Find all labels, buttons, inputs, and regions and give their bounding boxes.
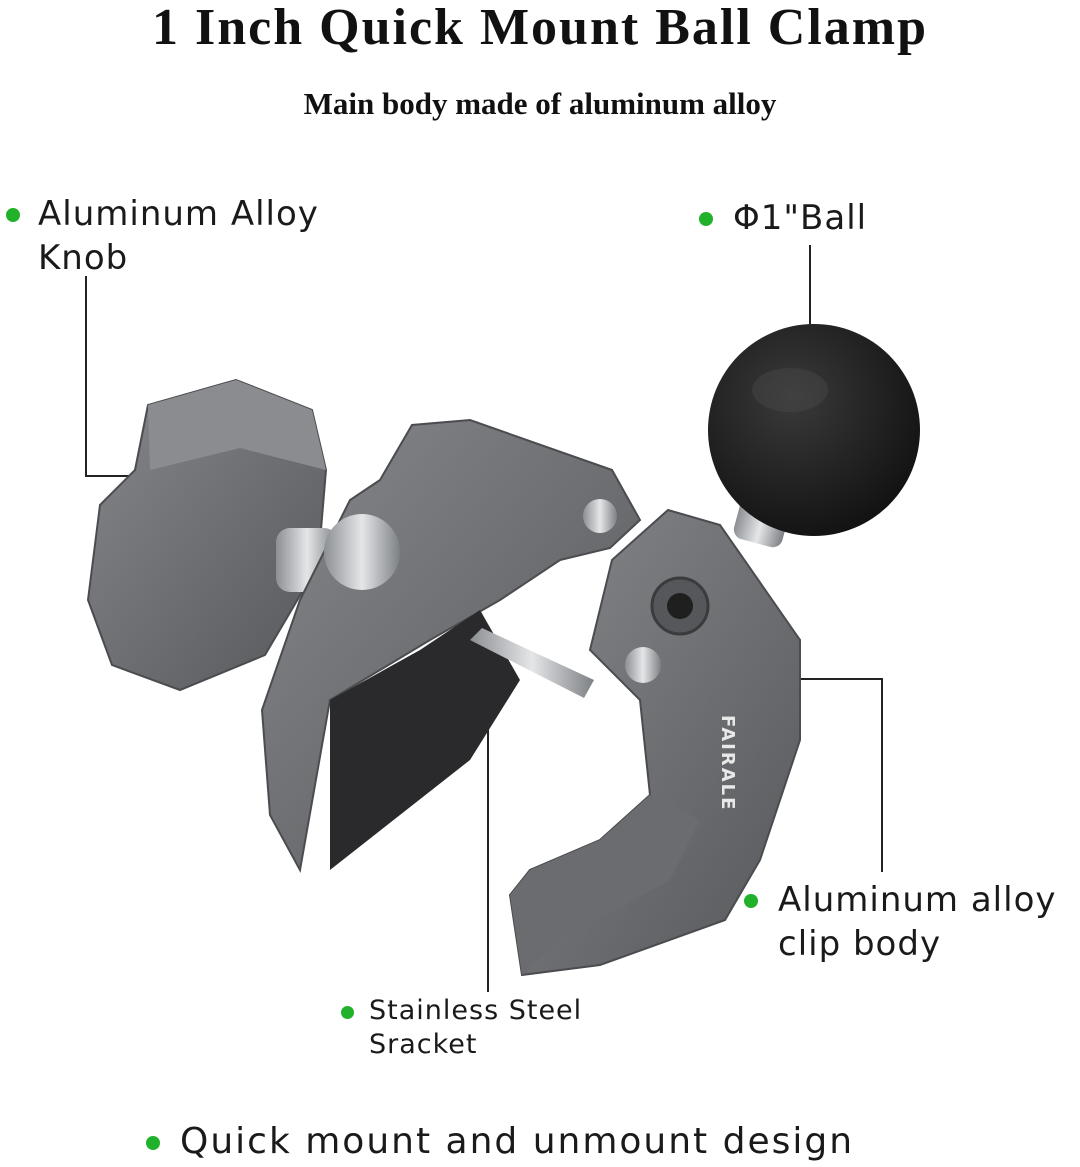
callout-bracket: Stainless Steel Sracket [341, 994, 583, 1062]
page-subtitle: Main body made of aluminum alloy [303, 86, 777, 121]
callout-knob-line1: Aluminum Alloy [38, 194, 319, 234]
brand-text: FAIRALE [717, 715, 738, 811]
clip-body-shape [508, 508, 801, 977]
ball-highlight [752, 368, 828, 412]
bracket-rod-shape [470, 628, 594, 698]
callout-feature-line1: Quick mount and unmount design [180, 1121, 855, 1162]
callout-clip-body: Aluminum alloy clip body [744, 878, 1057, 966]
callout-clip-body-line1: Aluminum alloy [778, 880, 1057, 920]
ball-shape [708, 324, 920, 536]
callout-bracket-line1: Stainless Steel [369, 995, 583, 1026]
callout-ball-line1: Φ1"Ball [733, 198, 868, 238]
leader-knob [85, 276, 148, 477]
callout-clip-body-line2: clip body [778, 924, 942, 964]
callout-bracket-line2: Sracket [369, 1029, 478, 1060]
bullet-dot-icon [744, 894, 758, 908]
page-title: 1 Inch Quick Mount Ball Clamp [151, 0, 929, 56]
callout-knob-line2: Knob [38, 238, 129, 278]
bullet-dot-icon [699, 212, 713, 226]
callout-ball: Φ1"Ball [699, 196, 868, 240]
bullet-dot-icon [341, 1006, 354, 1019]
callout-feature: Quick mount and unmount design [146, 1118, 855, 1166]
callout-knob: Aluminum Alloy Knob [6, 192, 319, 280]
leader-clip-body [792, 678, 883, 872]
bullet-dot-icon [146, 1136, 160, 1150]
upper-jaw-shape [260, 418, 642, 873]
bullet-dot-icon [6, 208, 20, 222]
